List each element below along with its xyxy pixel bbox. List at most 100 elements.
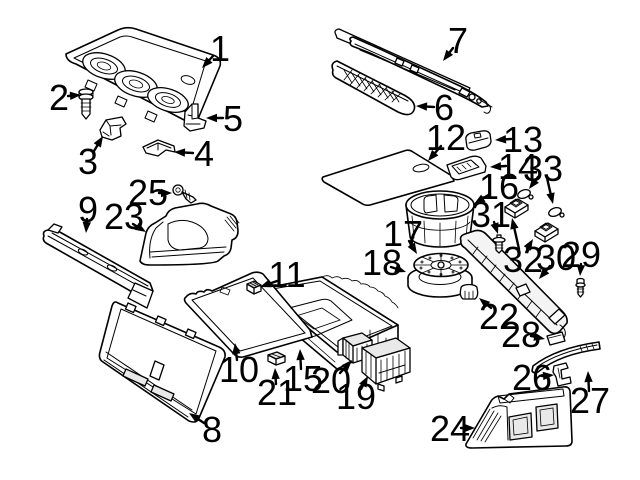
callout-4-label: 4: [194, 133, 214, 174]
part-10-floor-board: [183, 271, 313, 358]
callout-33-label: 33: [523, 148, 563, 189]
callout-26-label: 26: [512, 357, 552, 398]
callout-21-arrowhead: [271, 368, 280, 380]
part-7-roller-shade: [334, 28, 493, 114]
part-25-screw-pin: [172, 184, 197, 204]
part-17-tool-disc: [413, 252, 469, 278]
callout-3-label: 3: [78, 141, 98, 182]
callout-23-label: 23: [104, 196, 144, 237]
callout-15-arrowhead: [296, 349, 305, 361]
callout-33-arrowhead: [546, 192, 555, 204]
part-32-striker-brackets: [504, 198, 559, 243]
callout-11-arrowhead: [260, 279, 272, 288]
part-4-bracket: [142, 139, 176, 157]
callout-32-arrowhead: [523, 239, 533, 251]
callout-2-label: 2: [49, 77, 69, 118]
part-14-tray: [446, 155, 487, 181]
callout-1-arrowhead: [202, 57, 213, 68]
part-27-trim-strip: [531, 341, 601, 374]
callout-14-label: 14: [498, 146, 538, 187]
callout-7-arrowhead: [443, 49, 454, 61]
callout-26-arrowhead: [542, 371, 554, 381]
callout-20-arrowhead: [341, 360, 352, 371]
part-33-bulbs: [517, 188, 565, 218]
callout-30-arrowhead: [539, 267, 550, 279]
callout-33-arrowhead: [529, 177, 539, 189]
callout-20-label: 20: [311, 360, 351, 401]
callout-23-arrowhead: [134, 222, 146, 232]
callout-10-label: 10: [219, 349, 259, 390]
callout-15-label: 15: [283, 358, 323, 399]
part-31-stud: [492, 234, 506, 254]
callout-8-arrowhead: [189, 413, 201, 423]
callout-21-label: 21: [257, 372, 297, 413]
part-30-sill-panel: [459, 229, 568, 341]
part-2-push-pin: [78, 88, 94, 120]
callout-22-label: 22: [479, 296, 519, 337]
callout-13-label: 13: [503, 119, 543, 160]
callout-6-label: 6: [434, 87, 454, 128]
callout-29-label: 29: [561, 234, 601, 275]
callout-11-label: 11: [268, 254, 305, 295]
callout-16-label: 16: [479, 166, 519, 207]
part-13-lid: [465, 130, 492, 151]
part-22-cap: [459, 283, 479, 300]
callout-14-arrowhead: [490, 162, 502, 171]
callout-27-arrowhead: [584, 371, 593, 383]
part-21-clip-box: [267, 351, 286, 366]
part-3-bracket: [99, 116, 127, 141]
callout-28-label: 28: [501, 314, 541, 355]
callout-1-label: 1: [210, 28, 230, 69]
callout-12-arrowhead: [428, 149, 439, 161]
callout-29-arrowhead: [576, 264, 586, 276]
part-16-storage-bucket: [405, 190, 475, 248]
callout-5-arrowhead: [206, 113, 217, 123]
callout-17-arrowhead: [407, 242, 417, 254]
callout-18-arrowhead: [394, 264, 406, 273]
callout-32-label: 32: [503, 239, 543, 280]
callout-25-label: 25: [128, 172, 168, 213]
part-12-floor-mat: [321, 149, 455, 207]
callout-32-arrowhead: [510, 218, 519, 230]
part-1-package-shelf: [65, 26, 222, 124]
callout-12-label: 12: [426, 117, 466, 158]
callout-3-arrowhead: [93, 136, 103, 148]
callout-9-arrowhead: [82, 221, 91, 233]
callout-13-arrowhead: [495, 135, 507, 144]
part-9-sill-strip: [42, 223, 154, 309]
callout-19-label: 19: [336, 376, 376, 417]
part-8-seat-back-panel: [98, 301, 226, 423]
part-28-chip: [546, 331, 566, 346]
callout-31-label: 31: [471, 194, 511, 235]
part-26-clip-bracket: [552, 362, 572, 387]
part-5-bracket: [183, 103, 207, 132]
callout-28-arrowhead: [533, 332, 545, 341]
callout-22-arrowhead: [479, 298, 491, 309]
callout-24-label: 24: [430, 408, 470, 449]
callout-31-arrowhead: [490, 222, 499, 234]
callout-10-arrowhead: [232, 343, 241, 355]
callout-25-arrowhead: [161, 188, 172, 198]
callout-24-arrowhead: [464, 423, 475, 433]
part-23-quarter-trim: [139, 202, 240, 266]
callout-17-label: 17: [383, 213, 423, 254]
callout-4-arrowhead: [174, 148, 186, 157]
callout-19-arrowhead: [359, 376, 368, 388]
part-19-connector-box: [361, 337, 411, 392]
callout-30-label: 30: [536, 237, 576, 278]
callout-18-label: 18: [362, 242, 402, 283]
callout-8-label: 8: [202, 409, 222, 450]
part-6-cover-strip: [331, 60, 416, 116]
callout-16-arrowhead: [474, 194, 486, 204]
part-29-screw: [575, 277, 586, 298]
callout-5-label: 5: [223, 98, 243, 139]
callout-27-label: 27: [570, 380, 610, 421]
part-24-quarter-trim: [465, 386, 573, 449]
callout-9-label: 9: [78, 189, 98, 230]
callout-6-arrowhead: [416, 102, 428, 111]
part-11-clip-block: [246, 280, 262, 295]
callout-7-label: 7: [448, 20, 468, 61]
